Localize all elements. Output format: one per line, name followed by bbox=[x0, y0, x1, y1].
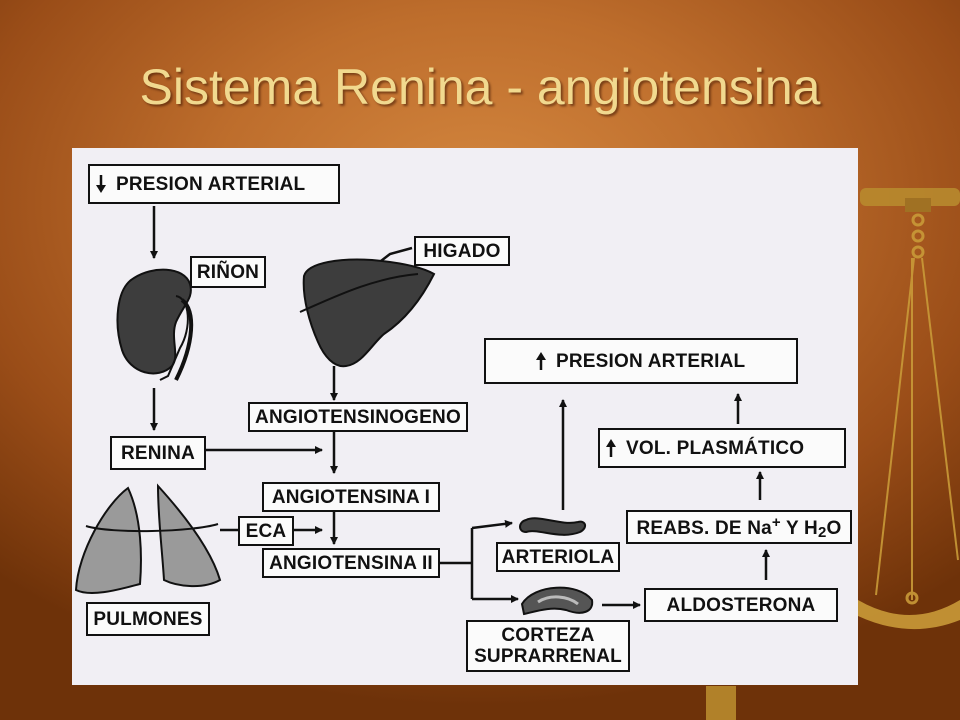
rinon-box: RIÑON bbox=[190, 256, 266, 288]
vol-plasmatico-label: VOL. PLASMÁTICO bbox=[626, 437, 805, 459]
up-arrow-icon bbox=[606, 439, 616, 457]
presion-arterial-initial-label: PRESION ARTERIAL bbox=[116, 173, 306, 195]
suprarrenal-label: SUPRARRENAL bbox=[474, 646, 622, 667]
higado-box: HIGADO bbox=[414, 236, 510, 266]
reabs-label: REABS. DE Na+ Y H2O bbox=[636, 515, 841, 540]
reabs-sodio-agua-box: REABS. DE Na+ Y H2O bbox=[626, 510, 852, 544]
reabs-plus: + bbox=[771, 513, 781, 531]
liver-illustration bbox=[299, 258, 436, 368]
reabs-mid: Y H bbox=[780, 517, 818, 539]
angiotensina-2-box: ANGIOTENSINA II bbox=[262, 548, 440, 578]
corteza-suprarrenal-box: CORTEZA SUPRARRENAL bbox=[466, 620, 630, 672]
slide-title: Sistema Renina - angiotensina bbox=[139, 59, 821, 115]
diagram-connectors bbox=[74, 206, 770, 616]
arteriola-box: ARTERIOLA bbox=[496, 542, 620, 572]
arteriola-label: ARTERIOLA bbox=[501, 546, 615, 568]
renina-label: RENINA bbox=[120, 442, 196, 464]
eca-label: ECA bbox=[245, 520, 287, 542]
aldosterona-label: ALDOSTERONA bbox=[666, 594, 816, 616]
reabs-o: O bbox=[826, 517, 842, 539]
renina-box: RENINA bbox=[110, 436, 206, 470]
presion-arterial-result-label: PRESION ARTERIAL bbox=[556, 350, 746, 372]
angiotensina-1-box: ANGIOTENSINA I bbox=[262, 482, 440, 512]
lungs-illustration bbox=[74, 483, 222, 594]
eca-box: ECA bbox=[238, 516, 294, 546]
vol-plasmatico-box: VOL. PLASMÁTICO bbox=[598, 428, 846, 468]
higado-label: HIGADO bbox=[423, 240, 501, 262]
reabs-sub: 2 bbox=[817, 523, 827, 541]
reabs-prefix: REABS. DE Na bbox=[636, 517, 772, 539]
adrenal-gland-illustration bbox=[520, 586, 594, 616]
arteriola-vessel-illustration bbox=[519, 517, 586, 536]
up-arrow-icon bbox=[536, 352, 546, 370]
pulmones-label: PULMONES bbox=[93, 608, 203, 630]
corteza-label: CORTEZA bbox=[501, 625, 595, 646]
down-arrow-icon bbox=[96, 175, 106, 193]
angiotensinogeno-label: ANGIOTENSINOGENO bbox=[255, 406, 461, 428]
renin-angiotensin-diagram: PRESION ARTERIAL RIÑON HIGADO ANGIOTENSI… bbox=[72, 148, 858, 685]
rinon-label: RIÑON bbox=[196, 261, 260, 283]
angiotensina-1-label: ANGIOTENSINA I bbox=[271, 486, 431, 508]
presion-arterial-result-box: PRESION ARTERIAL bbox=[484, 338, 798, 384]
aldosterona-box: ALDOSTERONA bbox=[644, 588, 838, 622]
arrow-branch-to-arteriola bbox=[471, 519, 513, 530]
pulmones-box: PULMONES bbox=[86, 602, 210, 636]
kidney-illustration bbox=[116, 268, 194, 381]
angiotensinogeno-box: ANGIOTENSINOGENO bbox=[248, 402, 468, 432]
angiotensina-2-label: ANGIOTENSINA II bbox=[269, 552, 433, 574]
presion-arterial-initial-box: PRESION ARTERIAL bbox=[88, 164, 340, 204]
